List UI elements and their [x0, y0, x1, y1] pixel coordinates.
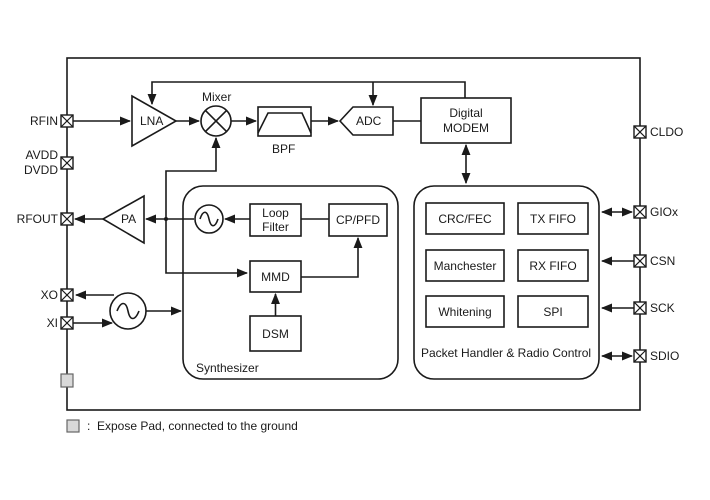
tx-fifo-block [517, 202, 589, 235]
loop-filter-label-line1: Loop [262, 206, 289, 220]
bpf-filter [257, 106, 312, 137]
pin-xo-label: XO [41, 288, 58, 302]
wire-lo-mmd [165, 219, 249, 278]
pin-avdd-label: AVDD [26, 148, 59, 162]
pin-rfin [60, 114, 74, 128]
pa-amplifier [101, 194, 145, 245]
modem-label-line1: Digital [449, 106, 482, 120]
whitening-block [425, 295, 505, 328]
rx-fifo-block [517, 249, 589, 282]
digital-modem-block [420, 97, 512, 144]
mixer-icon [200, 105, 232, 137]
mmd-block [249, 260, 302, 293]
packet-handler-label: Packet Handler & Radio Control [421, 346, 591, 360]
legend-separator: : [87, 419, 90, 433]
wire-modem-lna-control [147, 81, 466, 106]
lna-label: LNA [140, 114, 163, 128]
cp-pfd-label: CP/PFD [336, 213, 380, 227]
dsm-label: DSM [262, 327, 289, 341]
modem-label-line2: MODEM [443, 121, 489, 135]
pin-giox [633, 205, 647, 219]
pin-dvdd-label: DVDD [24, 163, 58, 177]
pin-cldo [633, 125, 647, 139]
tx-fifo-label: TX FIFO [530, 212, 576, 226]
synthesizer-label: Synthesizer [196, 361, 259, 375]
pin-rfout-label: RFOUT [17, 212, 59, 226]
pin-avdd-dvdd [60, 156, 74, 170]
expose-pad [60, 373, 74, 388]
pin-xi-label: XI [47, 316, 58, 330]
wire-mmd-cppfd [301, 236, 363, 278]
pa-label: PA [121, 212, 136, 226]
pin-rfin-label: RFIN [30, 114, 58, 128]
chip-outline [66, 57, 641, 411]
legend-text: Expose Pad, connected to the ground [97, 419, 298, 433]
pin-cldo-label: CLDO [650, 125, 683, 139]
pin-giox-label: GIOx [650, 205, 678, 219]
pin-xi [60, 316, 74, 330]
vco-oscillator-icon [194, 204, 224, 234]
crc-fec-label: CRC/FEC [438, 212, 492, 226]
spi-block [517, 295, 589, 328]
pin-sdio-label: SDIO [650, 349, 679, 363]
crc-fec-block [425, 202, 505, 235]
pin-csn-label: CSN [650, 254, 675, 268]
spi-label: SPI [543, 305, 562, 319]
loop-filter-label-line2: Filter [262, 220, 289, 234]
pin-sck-label: SCK [650, 301, 675, 315]
lna-amplifier [131, 94, 178, 148]
wire-lo-mixer [165, 136, 221, 219]
pin-csn [633, 254, 647, 268]
manchester-label: Manchester [434, 259, 497, 273]
manchester-block [425, 249, 505, 282]
packet-handler-container [413, 185, 600, 380]
crystal-oscillator-icon [109, 292, 147, 330]
pin-sdio [633, 349, 647, 363]
bpf-label: BPF [272, 142, 295, 156]
cp-pfd-block [328, 203, 388, 237]
synthesizer-container [182, 185, 399, 380]
loop-filter-block [249, 203, 302, 237]
legend-pad-swatch [66, 419, 80, 433]
pin-rfout [60, 212, 74, 226]
mixer-label: Mixer [202, 90, 231, 104]
pin-sck [633, 301, 647, 315]
mmd-label: MMD [261, 270, 290, 284]
rx-fifo-label: RX FIFO [529, 259, 576, 273]
pin-xo [60, 288, 74, 302]
whitening-label: Whitening [438, 305, 491, 319]
dsm-block [249, 315, 302, 352]
adc-label: ADC [356, 114, 382, 128]
